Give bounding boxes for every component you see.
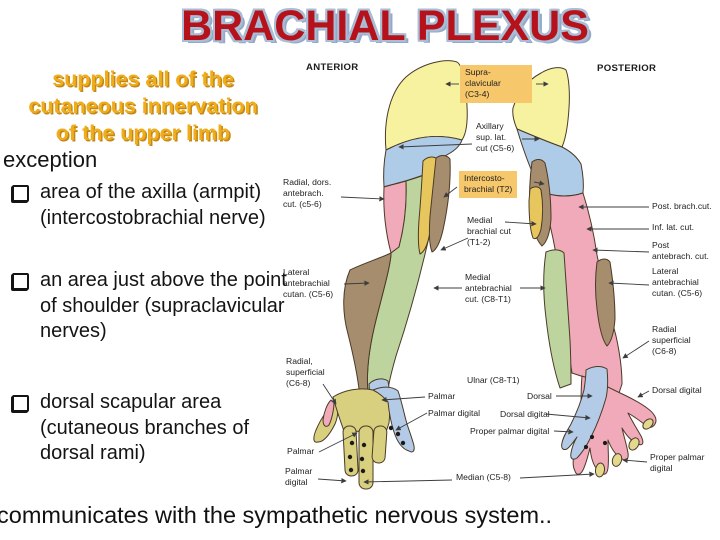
label-axillary: Axillary sup. lat. cut (C5-6) <box>476 121 515 153</box>
finger-index <box>342 425 359 477</box>
page-title: BRACHIAL PLEXUS <box>181 2 589 50</box>
label-dorsal: Dorsal <box>527 391 552 401</box>
posterior-view-label: POSTERIOR <box>597 63 657 74</box>
label-radial-dorsal: Radial, dors. antebrach. cut. (c5-6) <box>283 177 332 209</box>
region-lateral-antebrachial-post <box>595 258 616 347</box>
fingertips-yellow-post <box>594 418 654 478</box>
region-radial-dorsal-ant <box>383 180 407 254</box>
label-post-brachial: Post. brach.cut. <box>652 201 712 211</box>
region-axillary-ant <box>383 135 463 188</box>
region-pink-hand-post <box>572 375 657 475</box>
label-proper-palmar-digital-mid: Proper palmar digital <box>470 426 550 436</box>
label-supraclavicular: Supra- clavicular (C3-4) <box>460 65 532 103</box>
label-radial-superficial-ant: Radial, superficial (C6-8) <box>286 356 325 388</box>
label-radial-superficial-post: Radial superficial (C6-8) <box>652 324 691 356</box>
bullet-dorsal-scapular: dorsal scapular area (cutaneous branches… <box>12 390 249 467</box>
label-ulnar: Ulnar (C8-T1) <box>467 375 520 385</box>
region-palmar-wrist-ant <box>368 378 391 400</box>
region-median-hand <box>332 388 391 433</box>
anterior-arm <box>313 60 468 490</box>
footer-sympathetic-note: communicates with the sympathetic nervou… <box>0 502 553 528</box>
anterior-view-label: ANTERIOR <box>306 62 359 73</box>
label-dorsal-digital-mid: Dorsal digital <box>500 409 550 419</box>
region-axillary-post <box>516 128 584 197</box>
label-palmar-digital-thenar: Palmar digital <box>285 466 313 487</box>
heading-supplies-cutaneous: supplies all of the cutaneous innervatio… <box>28 67 258 146</box>
region-supraclavicular-ant <box>384 60 468 151</box>
label-inf-lateral: Inf. lat. cut. <box>652 222 695 232</box>
region-medial-brachial-ant <box>417 156 437 255</box>
region-medial-brachial-post <box>528 186 543 240</box>
region-posterior-pink-main <box>538 186 623 394</box>
label-medial-antebrachial: Medial antebrachial cut. (C8-T1) <box>465 272 512 304</box>
bullet-shoulder-point: an area just above the point of shoulder… <box>12 268 287 345</box>
finger-dots-post <box>583 434 608 450</box>
bullet-text: area of the axilla (armpit) (intercostob… <box>40 181 266 229</box>
label-medial-brachial: Medial brachial cut (T1-2) <box>467 215 511 247</box>
label-palmar-thenar: Palmar <box>287 446 315 456</box>
label-palmar-ulnar: Palmar <box>428 391 456 401</box>
label-dorsal-digital-post: Dorsal digital <box>652 385 702 395</box>
label-median: Median (C5-8) <box>456 472 511 482</box>
label-lateral-antebrachial-ant: Lateral antebrachial cutan. (C5-6) <box>283 267 334 299</box>
label-proper-palmar-digital-post: Proper palmar digital <box>650 452 705 473</box>
region-intercostobrachial-post <box>529 159 552 247</box>
region-medial-antebrachial-post <box>543 249 572 389</box>
label-lateral-antebrachial-post: Lateral antebrachial cutan. (C5-6) <box>652 266 703 298</box>
checkbox-bullet-icon <box>12 185 29 202</box>
checkbox-bullet-icon <box>12 273 29 290</box>
bullet-text: dorsal scapular area (cutaneous branches… <box>40 391 250 465</box>
bullet-text: an area just above the point of shoulder… <box>40 269 287 343</box>
label-intercostobrachial: Intercosto- brachial (T2) <box>459 171 518 198</box>
region-lateral-antebrachial-ant <box>343 252 392 394</box>
region-medial-antebrachial-ant <box>366 169 438 394</box>
checkbox-bullet-icon <box>12 395 29 412</box>
thumb-median-hand <box>313 401 339 443</box>
exception-label: exception <box>3 147 98 172</box>
region-ulnar-hand <box>372 386 415 453</box>
region-intercostobrachial-ant <box>428 155 451 253</box>
finger-dots-ant <box>347 425 406 474</box>
finger-ring <box>371 425 388 464</box>
region-radial-thumb-patch <box>322 399 335 427</box>
label-palmar-digital-ulnar: Palmar digital <box>428 408 481 418</box>
label-post-antebrachial: Post antebrach. cut. <box>652 240 709 261</box>
region-dorsal-ulnar-post <box>561 366 609 460</box>
bullet-axilla: area of the axilla (armpit) (intercostob… <box>12 180 266 231</box>
finger-middle <box>358 425 374 490</box>
